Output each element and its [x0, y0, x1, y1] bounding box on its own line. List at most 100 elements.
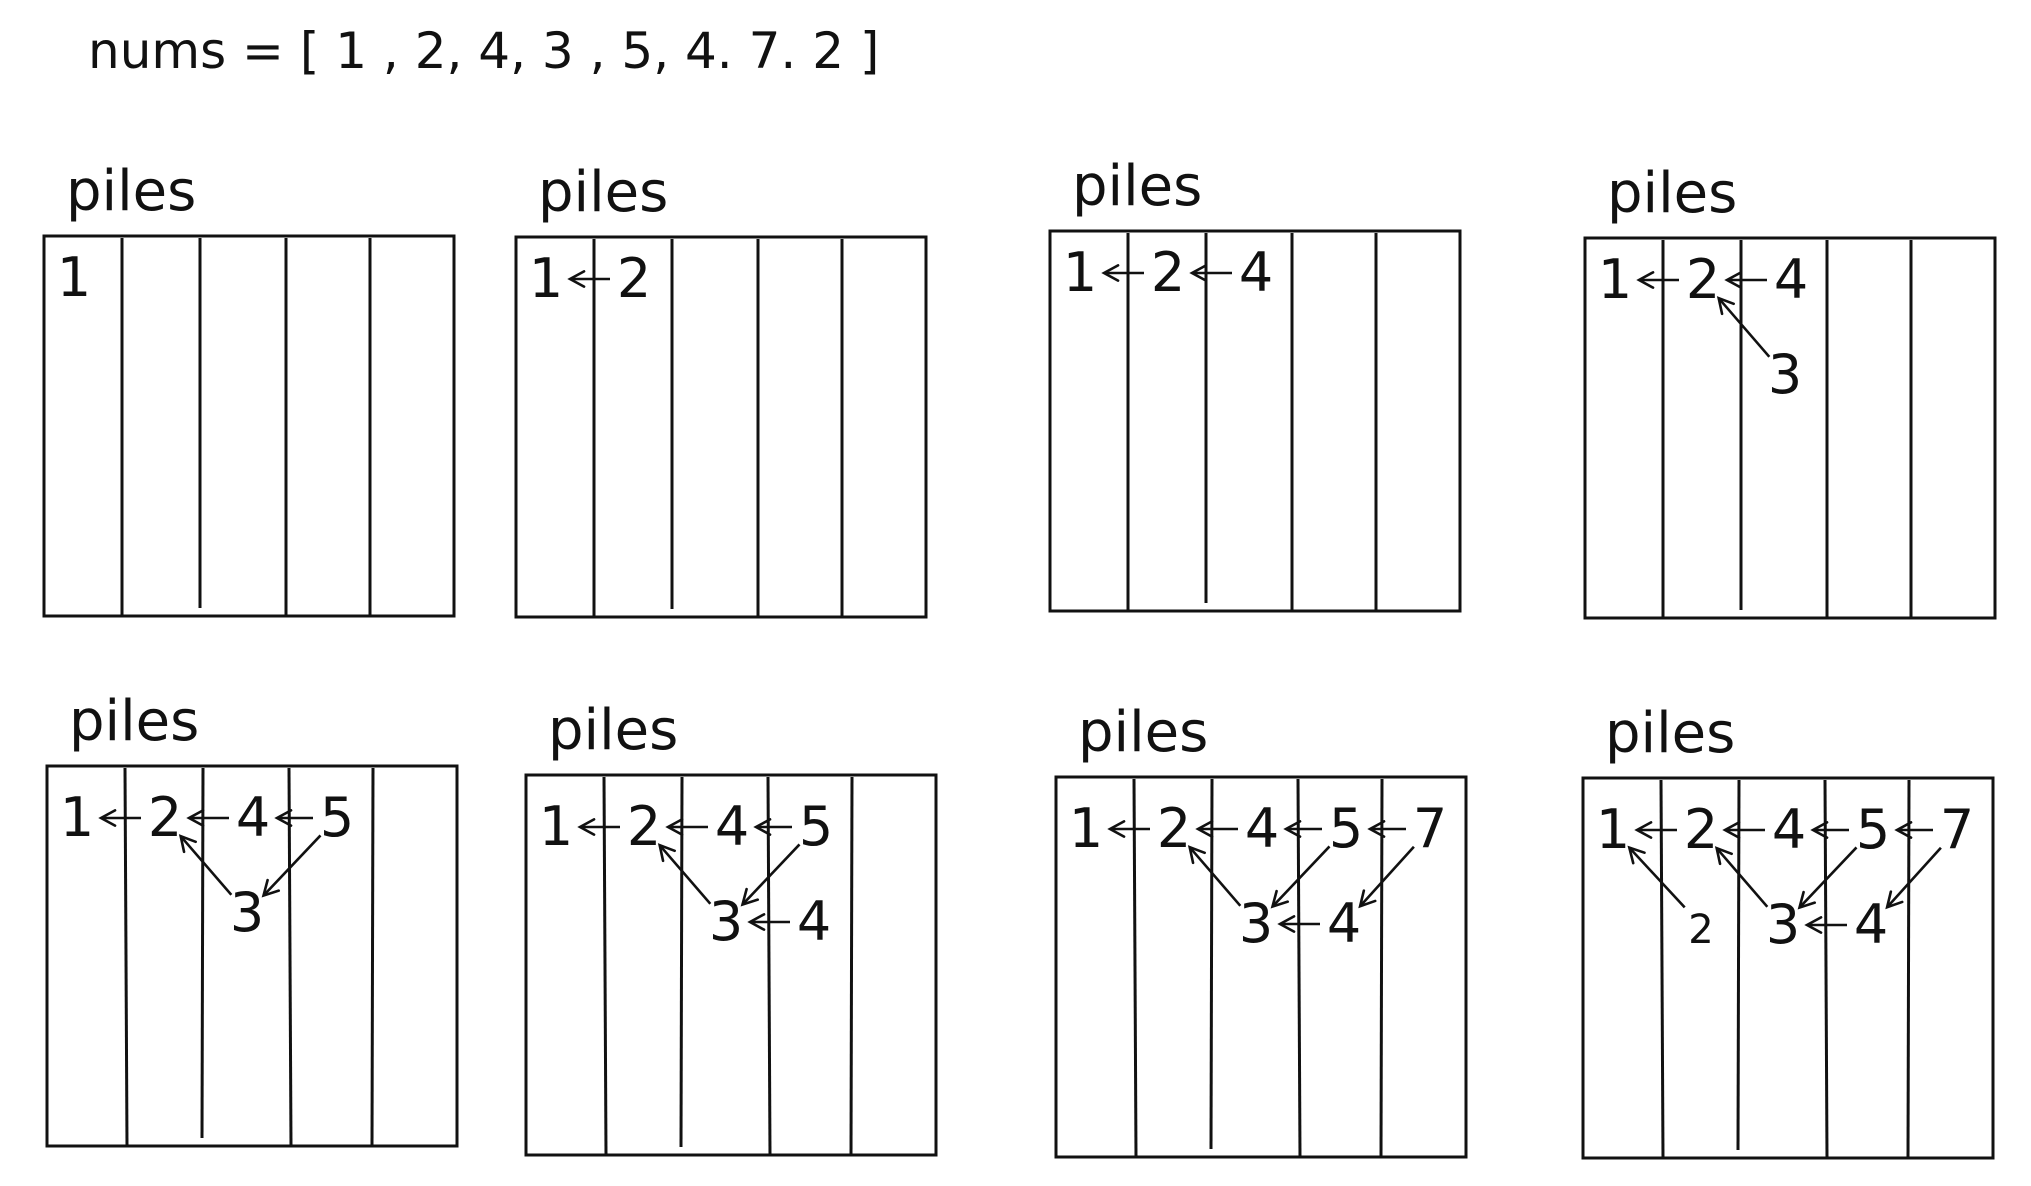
piles-label: piles — [548, 698, 678, 763]
arrowhead — [274, 809, 293, 827]
pile-card-number: 1 — [1069, 797, 1103, 860]
piles-label: piles — [1605, 701, 1735, 766]
pile-box — [1054, 775, 1468, 1159]
pile-divider — [766, 776, 772, 1156]
arrowhead — [1724, 271, 1743, 289]
pile-box — [1581, 776, 1995, 1160]
pile-box — [42, 234, 456, 618]
arrowhead — [1283, 820, 1302, 838]
arrowhead — [577, 818, 596, 836]
pile-card-number: 4 — [1327, 892, 1361, 955]
arrowhead — [186, 809, 205, 827]
arrowhead — [747, 913, 766, 931]
piles-label: piles — [69, 689, 199, 754]
arrowhead — [1885, 890, 1904, 910]
pile-card-number: 4 — [1854, 893, 1888, 956]
pointer-arrow — [1886, 846, 1942, 909]
arrowhead — [740, 887, 760, 907]
pile-card-number: 5 — [1329, 797, 1363, 860]
pile-divider — [1296, 778, 1302, 1158]
pointer-arrow — [1717, 297, 1771, 358]
pile-card-number: 1 — [1596, 798, 1630, 861]
pile-divider — [370, 767, 375, 1147]
arrowhead — [657, 843, 676, 863]
arrowhead — [1101, 264, 1120, 282]
arrowhead — [1187, 845, 1206, 865]
nums-array-header: nums = [ 1 , 2, 4, 3 , 5, 4. 7. 2 ] — [88, 22, 879, 80]
pile-card-number: 3 — [1766, 893, 1800, 956]
pile-card-number: 3 — [1239, 892, 1273, 955]
arrowhead — [1195, 820, 1214, 838]
pile-card-number: 5 — [320, 786, 354, 849]
arrowhead — [1107, 820, 1126, 838]
pointer-arrow — [262, 834, 322, 897]
pile-divider — [1132, 778, 1138, 1158]
pointer-arrow — [1628, 846, 1686, 909]
arrowhead — [1277, 915, 1296, 933]
pile-divider — [1379, 778, 1384, 1158]
pile-divider — [1906, 779, 1911, 1159]
pile-card-number: 2 — [617, 247, 651, 310]
pile-card-number: 4 — [797, 890, 831, 953]
piles-label: piles — [1072, 154, 1202, 219]
arrowhead — [1722, 821, 1741, 839]
pile-divider — [123, 767, 129, 1147]
pointer-arrow — [741, 843, 801, 906]
pile-divider — [849, 776, 854, 1156]
arrowhead — [261, 878, 281, 898]
pile-card-number: 1 — [1598, 248, 1632, 311]
pile-card-number: 1 — [529, 247, 563, 310]
arrowhead — [1797, 890, 1817, 910]
pile-box — [1583, 236, 1997, 620]
pointer-arrow — [1271, 845, 1331, 908]
arrowhead — [665, 818, 684, 836]
arrowhead — [1634, 821, 1653, 839]
arrowhead — [1714, 846, 1733, 866]
arrowhead — [567, 270, 586, 288]
piles-label: piles — [66, 159, 196, 224]
arrowhead — [1270, 889, 1290, 909]
arrowhead — [98, 809, 117, 827]
pile-divider — [1209, 778, 1214, 1150]
pile-card-number: 4 — [715, 795, 749, 858]
pile-card-number: 7 — [1940, 798, 1974, 861]
piles-label: piles — [538, 160, 668, 225]
pile-divider — [1823, 779, 1829, 1159]
pile-card-number: 5 — [1856, 798, 1890, 861]
pile-card-number: 1 — [60, 786, 94, 849]
pile-divider — [679, 776, 684, 1148]
pile-card-number: 1 — [57, 246, 91, 309]
pile-panel-1: piles 1 — [42, 159, 456, 618]
arrowhead — [1367, 820, 1386, 838]
pile-divider — [287, 767, 293, 1147]
pile-card-number: 2 — [148, 786, 182, 849]
pile-divider — [200, 767, 205, 1139]
pile-card-number: 7 — [1413, 797, 1447, 860]
pile-box — [45, 764, 459, 1148]
arrowhead — [1894, 821, 1913, 839]
pointer-arrow — [1359, 845, 1415, 908]
pile-card-number: 4 — [1774, 248, 1808, 311]
pointer-arrow — [179, 835, 233, 896]
pile-card-number: 2 — [1686, 248, 1720, 311]
arrowhead — [753, 818, 772, 836]
pile-card-number: 5 — [799, 795, 833, 858]
arrowhead — [1810, 821, 1829, 839]
pile-card-number: 4 — [236, 786, 270, 849]
arrowhead — [178, 834, 197, 854]
pile-card-number: 3 — [230, 881, 264, 944]
pile-box — [514, 235, 928, 619]
arrowhead — [1627, 845, 1646, 865]
pile-card-number: 2 — [1684, 798, 1718, 861]
pile-card-number: 1 — [1063, 241, 1097, 304]
pile-card-number: 4 — [1239, 241, 1273, 304]
arrowhead — [1716, 296, 1735, 316]
pointer-arrow — [658, 844, 712, 905]
